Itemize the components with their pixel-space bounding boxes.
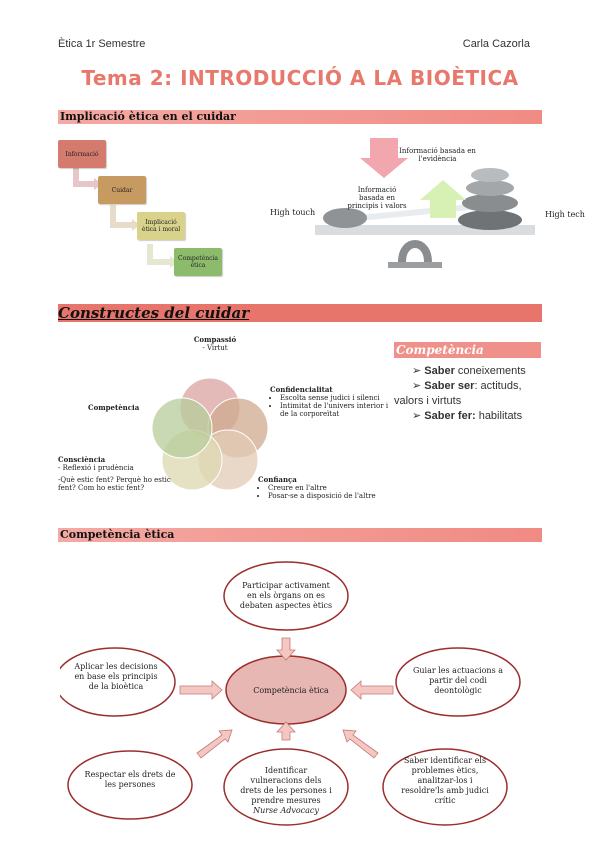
confidencialitat-list: Escolta sense judici i silenci Intimitat…: [270, 394, 395, 418]
consciencia-block: Consciència - Reflexió i prudència -Què …: [58, 455, 178, 493]
consciencia-item: -Què estic fent? Perquè ho estic fent? C…: [58, 476, 171, 492]
page-title: Tema 2: INTRODUCCIÓ A LA BIOÈTICA: [81, 66, 519, 90]
step-cuidar: Cuidar: [98, 176, 146, 204]
step-implicacio: Implicació ètica i moral: [137, 212, 185, 240]
confianca-title: Confiança: [258, 475, 297, 484]
header-left: Ètica 1r Semestre: [58, 38, 146, 50]
confidencialitat-item: Escolta sense judici i silenci: [280, 394, 395, 402]
mindmap-right: Guiar les actuacions a partir del codi d…: [413, 666, 503, 695]
mindmap-bottom-left: Respectar els drets de les persones: [84, 770, 176, 789]
balance-left-label: Informació basada en principis i valors: [347, 186, 407, 210]
competencia-item: ➢ Saber coneixements: [412, 365, 526, 377]
header-right: Carla Cazorla: [462, 38, 530, 50]
step-informacio: Informació: [58, 140, 106, 168]
confianca-item: Posar-se a disposició de l'altre: [268, 492, 388, 500]
high-touch-label: High touch: [270, 208, 316, 217]
confidencialitat-item: Intimitat de l'univers interior i de la …: [280, 402, 395, 418]
competencia-mindmap: [60, 561, 521, 826]
high-tech-label: High tech: [545, 210, 585, 219]
confidencialitat-title: Confidencialitat: [270, 385, 333, 394]
mindmap-bottom-mid: Identificar vulneracions dels drets de l…: [240, 766, 332, 815]
section1-heading: Implicació ètica en el cuidar: [60, 110, 236, 123]
confianca-item: Creure en l'altre: [268, 484, 388, 492]
confianca-list: Creure en l'altre Posar-se a disposició …: [258, 484, 388, 500]
nurse-advocacy: Nurse Advocacy: [253, 806, 319, 815]
competencia-item: ➢ Saber ser: actituds, valors i virtuts: [394, 380, 522, 407]
compassio-sub: - Virtut: [202, 344, 228, 352]
compassio-title: Compassió: [193, 335, 237, 344]
section1-band: Implicació ètica en el cuidar: [58, 110, 542, 124]
balance-graphic: [315, 138, 535, 268]
confianca-block: Confiança Creure en l'altre Posar-se a d…: [258, 475, 388, 501]
confidencialitat-block: Confidencialitat Escolta sense judici i …: [270, 385, 395, 419]
section2-heading: Constructes del cuidar: [58, 304, 250, 322]
consciencia-item: - Reflexió i prudència: [58, 464, 134, 472]
mindmap-left: Aplicar les decisions en base els princi…: [74, 662, 158, 691]
competencia-heading-band: Competència: [394, 342, 541, 358]
mindmap-bottom-right: Saber identificar els problemes ètics, a…: [401, 756, 489, 805]
venn-competencia-label: Competència: [88, 403, 140, 412]
competencia-item: ➢ Saber fer: habilitats: [412, 410, 523, 422]
constructes-venn: [151, 377, 269, 491]
competencia-list: ➢ Saber coneixements ➢ Saber ser: actitu…: [394, 364, 544, 424]
competencia-heading: Competència: [396, 343, 484, 357]
step-competencia: Competència ètica: [174, 248, 222, 276]
mindmap-top: Participar activament en els òrgans on e…: [239, 581, 333, 610]
section3-heading: Competència ètica: [60, 528, 175, 541]
compassio-block: Compassió - Virtut: [170, 335, 260, 353]
section3-band: Competència ètica: [58, 528, 542, 542]
balance-top-label: Informació basada en l'evidència: [399, 147, 476, 163]
consciencia-title: Consciència: [58, 455, 106, 464]
mindmap-center: Competència ètica: [253, 686, 329, 695]
section2-band: Constructes del cuidar: [58, 304, 542, 322]
